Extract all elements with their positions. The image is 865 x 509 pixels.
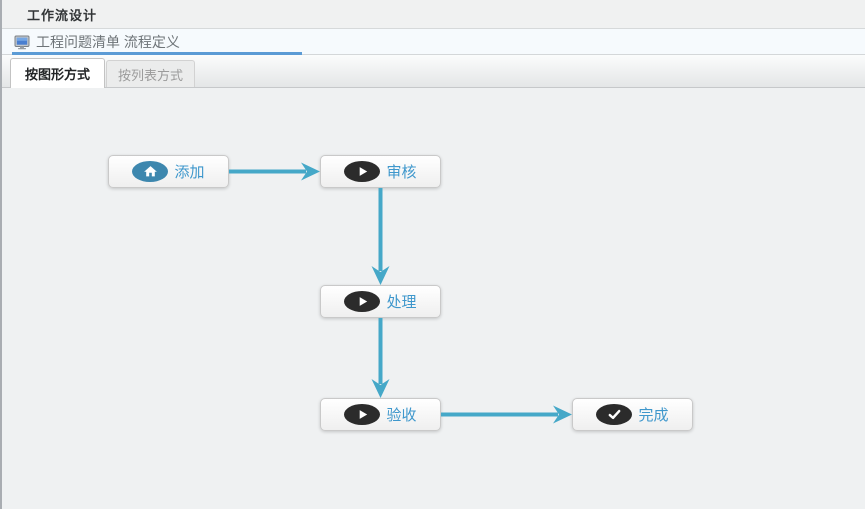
flow-node-review[interactable]: 审核 bbox=[320, 155, 441, 188]
flow-node-label: 完成 bbox=[638, 407, 669, 424]
flow-node-add[interactable]: 添加 bbox=[108, 155, 229, 188]
breadcrumb-bar: 工程问题清单 流程定义 bbox=[2, 29, 865, 55]
tab-list-view[interactable]: 按列表方式 bbox=[106, 60, 195, 87]
monitor-icon bbox=[14, 34, 30, 50]
check-icon bbox=[596, 404, 633, 425]
flow-node-label: 处理 bbox=[386, 294, 417, 311]
flow-node-label: 验收 bbox=[386, 407, 417, 424]
breadcrumb-underline bbox=[12, 52, 302, 55]
tab-graph-view[interactable]: 按图形方式 bbox=[10, 58, 105, 88]
play-icon bbox=[344, 291, 381, 312]
flow-node-label: 添加 bbox=[174, 164, 205, 181]
tab-strip: 按图形方式 按列表方式 bbox=[2, 55, 865, 88]
play-icon bbox=[344, 404, 381, 425]
flow-node-accept[interactable]: 验收 bbox=[320, 398, 441, 431]
flow-node-finish[interactable]: 完成 bbox=[572, 398, 693, 431]
play-icon bbox=[344, 161, 381, 182]
page-title: 工作流设计 bbox=[27, 7, 98, 23]
title-bar: 工作流设计 bbox=[2, 0, 865, 29]
flow-node-handle[interactable]: 处理 bbox=[320, 285, 441, 318]
flow-node-label: 审核 bbox=[386, 164, 417, 181]
breadcrumb: 工程问题清单 流程定义 bbox=[36, 33, 180, 50]
home-icon bbox=[132, 161, 169, 182]
